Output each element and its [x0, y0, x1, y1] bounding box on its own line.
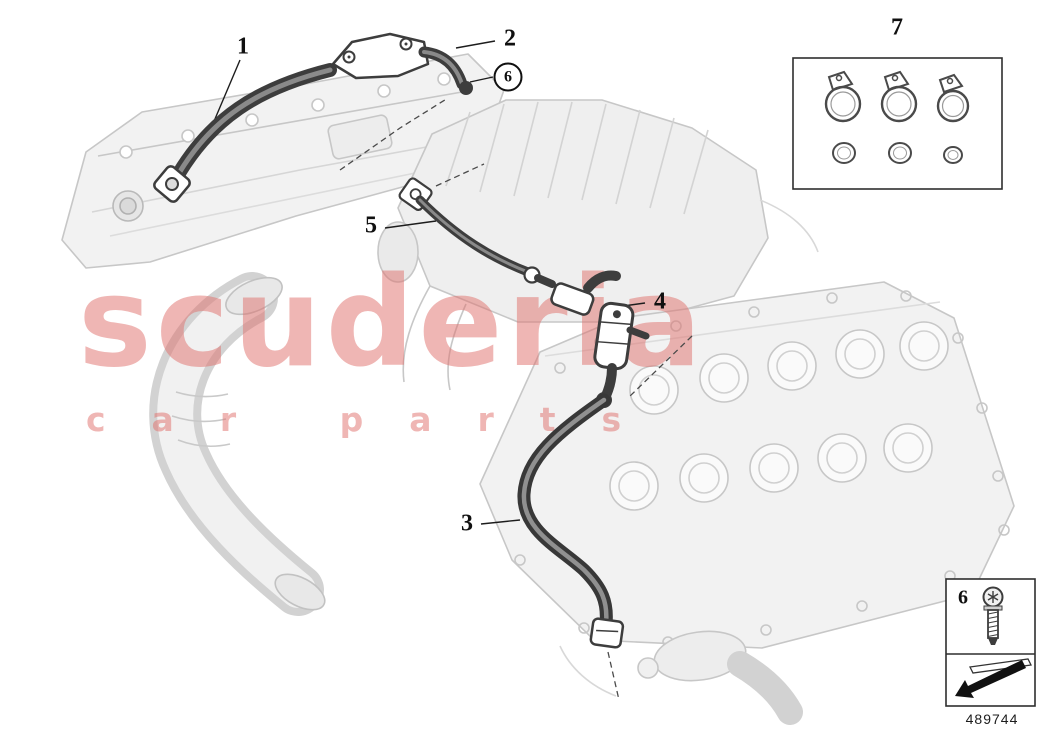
hose-clamp-icon	[936, 73, 970, 123]
o-ring-icon	[943, 146, 963, 164]
left-valve-cover-ghost	[61, 53, 505, 269]
hardware-box	[945, 578, 1036, 707]
hose-clamp-icon	[824, 70, 862, 123]
callout-7[interactable]: 7	[891, 14, 903, 41]
o-ring-icon	[832, 142, 856, 164]
reference-dashes	[339, 97, 693, 701]
torx-screw-icon	[982, 586, 1004, 645]
callout-1[interactable]: 1	[237, 33, 249, 60]
vent-hose-1	[153, 63, 337, 203]
callout-5[interactable]: 5	[365, 212, 377, 239]
clamps-box	[792, 57, 1003, 190]
o-ring-icon	[888, 142, 912, 164]
hose-clamp-icon	[880, 70, 918, 123]
hardware-box-callout-6[interactable]: 6	[958, 586, 968, 609]
lower-engine-ghost	[559, 630, 803, 725]
vent-hose-3	[517, 392, 625, 649]
vent-hose-5	[398, 177, 556, 288]
direction-arrow-icon	[955, 658, 1032, 698]
callout-3[interactable]: 3	[461, 510, 473, 537]
intake-manifold-ghost	[377, 99, 819, 391]
pcv-valve-4	[550, 270, 650, 405]
leader-lines	[211, 40, 646, 525]
circled-callout-6[interactable]: 6	[493, 62, 523, 92]
callout-2[interactable]: 2	[504, 25, 516, 52]
callout-4[interactable]: 4	[654, 288, 666, 315]
diagram-number: 489744	[965, 711, 1019, 727]
connector-flange-2	[331, 32, 473, 95]
intake-duct-ghost	[149, 272, 326, 616]
